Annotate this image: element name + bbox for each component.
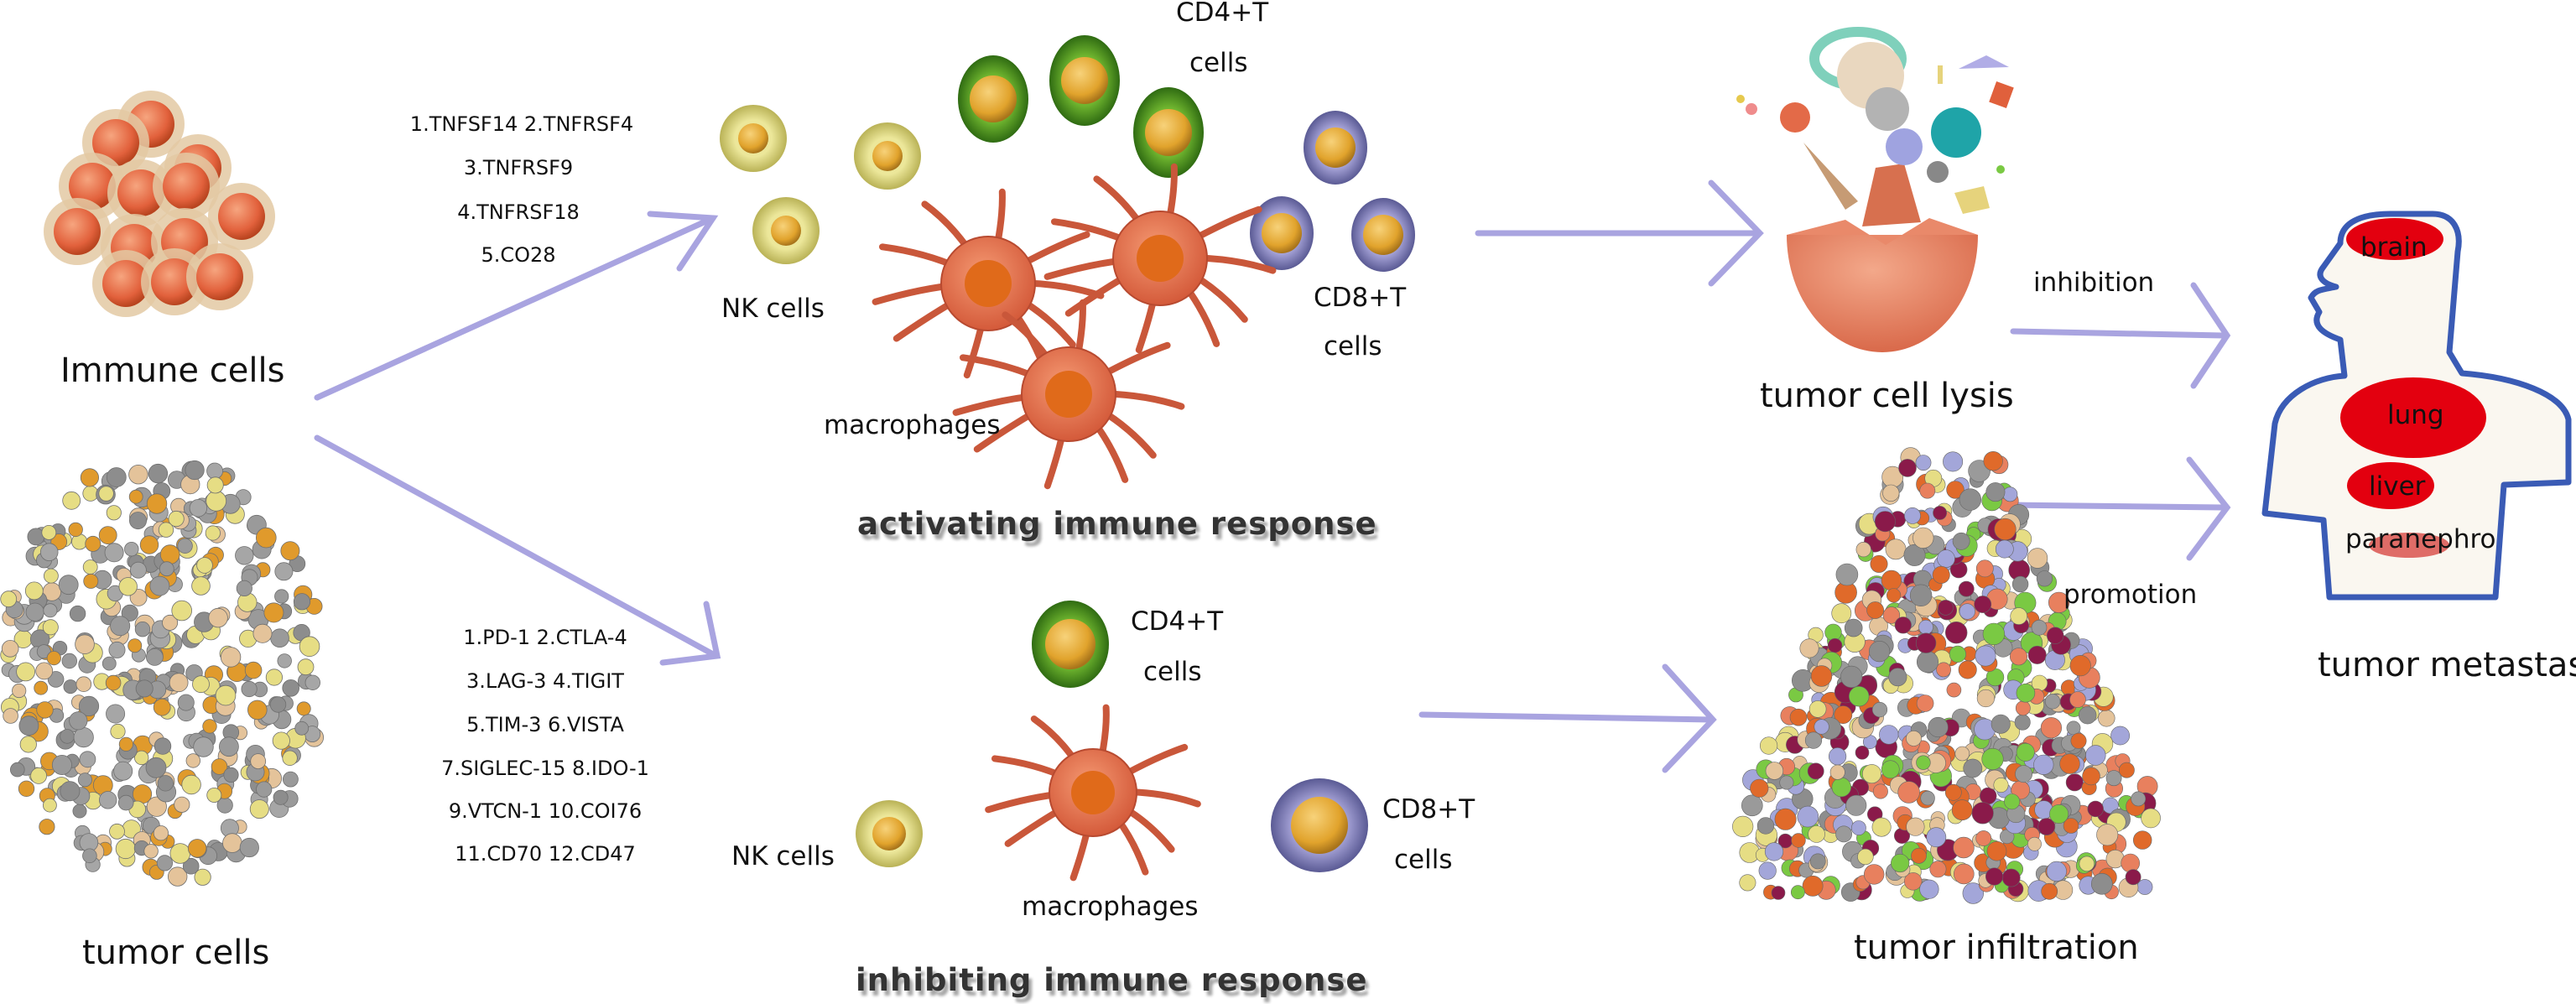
inhibiting-molecule-5: 9.VTCN-1 10.COI76 <box>448 799 643 823</box>
arrow-to-activating-head <box>647 211 719 272</box>
organ-paranephro <box>2369 533 2449 558</box>
activating-cd4-label-2: cells <box>1189 48 1248 78</box>
tumor-infiltration-label: tumor infiltration <box>1854 929 2139 967</box>
inhibiting-molecule-3: 5.TIM-3 6.VISTA <box>466 713 624 736</box>
tumor-cell-lysis-label: tumor cell lysis <box>1760 377 2014 415</box>
organ-lung <box>2340 377 2486 458</box>
arrow-to-inhibiting-head <box>659 601 721 666</box>
arrow-to-infiltration-head <box>1662 663 1717 773</box>
immune-cells-cluster <box>44 91 275 317</box>
liver-label: liver <box>2369 471 2426 502</box>
tumor-cell-lysis-illustration <box>1736 27 2014 352</box>
inhibiting-nk-cell <box>856 800 923 867</box>
arrow-promotion-head <box>2186 456 2231 561</box>
activating-cd8-label-2: cells <box>1324 331 1382 362</box>
activating-molecule-4: 5.CO28 <box>481 243 556 267</box>
arrow-to-infiltration <box>1418 711 1715 723</box>
inhibiting-cd4-label-1: CD4+T <box>1131 606 1224 637</box>
inhibiting-molecule-2: 3.LAG-3 4.TIGIT <box>466 669 624 693</box>
inhibiting-immune-response-title: inhibiting immune response <box>856 962 1368 998</box>
activating-cd4-label-1: CD4+T <box>1176 0 1269 28</box>
tumor-cells-cluster <box>0 460 325 887</box>
inhibiting-macrophage <box>985 704 1201 882</box>
arrow-inhibition-head <box>2190 282 2231 389</box>
activating-molecule-1: 1.TNFSF14 2.TNFRSF4 <box>409 112 634 136</box>
organ-brain <box>2346 218 2443 260</box>
arrows <box>314 179 2231 773</box>
inhibition-label: inhibition <box>2033 268 2155 298</box>
inhibiting-cd4-label-2: cells <box>1143 657 1202 687</box>
tumor-metastasis-label: tumor metastasis <box>2318 646 2576 684</box>
activating-immune-response-title: activating immune response <box>857 506 1377 542</box>
promotion-label: promotion <box>2063 580 2198 610</box>
inhibiting-cd8-label-2: cells <box>1394 845 1453 875</box>
inhibiting-cd8-label-1: CD8+T <box>1382 794 1475 825</box>
arrow-to-activating <box>314 215 716 401</box>
human-body-diagram <box>2261 211 2572 601</box>
activating-macrophages <box>872 163 1277 490</box>
activating-cd8-label-1: CD8+T <box>1314 283 1407 313</box>
brain-label: brain <box>2360 232 2428 263</box>
arrow-to-inhibiting <box>314 434 716 658</box>
arrow-promotion <box>2006 502 2226 511</box>
lung-label: lung <box>2387 400 2444 430</box>
activating-cd8-cells <box>1250 111 1415 272</box>
inhibiting-molecule-4: 7.SIGLEC-15 8.IDO-1 <box>441 757 649 780</box>
inhibiting-nk-label: NK cells <box>731 841 835 871</box>
activating-molecule-3: 4.TNFRSF18 <box>457 200 580 224</box>
tumor-cells-label: tumor cells <box>82 934 270 972</box>
inhibiting-cd8-cell <box>1271 778 1368 872</box>
organ-liver <box>2347 462 2434 509</box>
inhibiting-molecule-6: 11.CD70 12.CD47 <box>455 842 636 866</box>
immune-cells-label: Immune cells <box>60 351 285 390</box>
inhibiting-molecule-1: 1.PD-1 2.CTLA-4 <box>463 626 627 649</box>
tumor-infiltration-mass <box>1732 447 2161 904</box>
arrow-to-lysis-head <box>1708 179 1764 287</box>
activating-molecule-2: 3.TNFRSF9 <box>463 156 574 179</box>
arrow-inhibition <box>2010 328 2226 339</box>
activating-cd4-cells <box>958 35 1204 178</box>
paranephro-label: paranephro <box>2345 524 2496 554</box>
inhibiting-macrophages-label: macrophages <box>1022 892 1199 922</box>
activating-macrophages-label: macrophages <box>824 410 1001 440</box>
inhibiting-cd4-cell <box>1032 601 1109 688</box>
activating-nk-cells <box>720 105 921 264</box>
activating-nk-label: NK cells <box>721 294 825 324</box>
